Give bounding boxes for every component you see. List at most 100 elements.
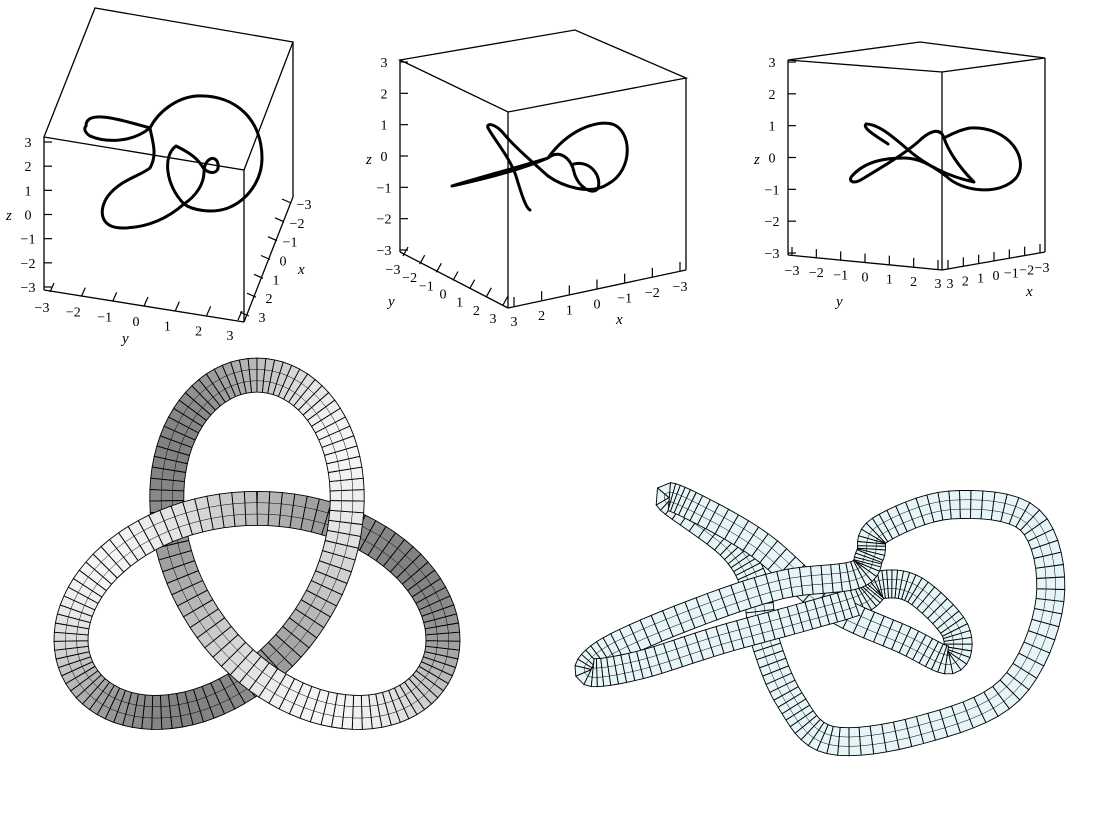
y-axis-tick-label: 2 <box>195 324 202 339</box>
x-axis-tick-label: −2 <box>1019 264 1034 279</box>
y-axis-tick-label: 3 <box>935 277 942 292</box>
x-axis-tick-label: −1 <box>283 236 298 251</box>
z-axis-tick-label: −1 <box>765 183 780 198</box>
x-axis-tick <box>268 237 277 241</box>
y-axis-tick-label: −3 <box>386 263 401 278</box>
z-axis-tick-label: 1 <box>769 120 776 135</box>
z-axis-tick-label: 3 <box>769 56 776 71</box>
z-axis-tick-label: 0 <box>25 209 32 224</box>
y-axis-tick-label: −3 <box>35 301 50 316</box>
y-axis-tick-label: 2 <box>910 275 917 290</box>
z-axis-tick-label: −2 <box>21 257 36 272</box>
x-axis-tick-label: 2 <box>538 309 545 324</box>
y-axis-tick-label: 1 <box>886 273 893 288</box>
tube-segment <box>960 490 971 518</box>
z-axis-tick-label: 2 <box>381 87 388 102</box>
x-axis-tick-label: −1 <box>1004 266 1019 281</box>
y-axis-tick <box>175 302 179 311</box>
x-axis-tick-label: −3 <box>1035 261 1050 276</box>
y-axis-tick-label: 1 <box>164 320 171 335</box>
x-axis-tick-label: 1 <box>566 303 573 318</box>
y-axis-label: y <box>386 294 395 310</box>
tube-segment <box>971 490 983 518</box>
y-axis-tick-label: 0 <box>862 271 869 286</box>
x-axis-label: x <box>615 312 623 328</box>
x-axis-tick <box>275 218 284 222</box>
z-axis-tick-label: −1 <box>21 233 36 248</box>
z-axis-tick-label: 3 <box>25 136 32 151</box>
z-axis-tick-label: 2 <box>25 160 32 175</box>
space-curve <box>85 96 262 228</box>
y-axis-tick-label: 2 <box>473 304 480 319</box>
z-axis-tick-label: −3 <box>765 247 780 262</box>
z-axis-tick-label: −3 <box>21 281 36 296</box>
y-axis-tick-label: −1 <box>419 279 434 294</box>
y-axis-tick-label: 0 <box>440 288 447 303</box>
x-axis-tick-label: 2 <box>962 274 969 289</box>
y-axis-tick <box>503 296 508 305</box>
x-axis-tick-label: 3 <box>511 315 518 330</box>
x-axis-tick <box>282 199 291 203</box>
z-axis-label: z <box>365 152 372 168</box>
y-axis-tick-label: −2 <box>66 306 81 321</box>
z-axis-tick-label: 0 <box>381 150 388 165</box>
z-axis-tick-label: 1 <box>381 119 388 134</box>
tube-segment <box>330 501 364 513</box>
trefoil-knot-tube <box>54 358 460 729</box>
x-axis-tick-label: 0 <box>993 269 1000 284</box>
space-curve <box>452 123 627 210</box>
x-axis-tick-label: 1 <box>977 272 984 287</box>
tube-segment <box>150 490 184 502</box>
y-axis-tick <box>113 292 117 301</box>
y-axis-tick <box>81 288 85 297</box>
z-axis-tick-label: 1 <box>25 184 32 199</box>
bounding-box <box>400 30 686 308</box>
x-axis-tick-label: −1 <box>617 292 632 307</box>
y-axis-tick <box>436 263 441 272</box>
y-axis-tick-label: 3 <box>227 329 234 344</box>
tube-segment <box>330 490 364 502</box>
x-axis-tick-label: 0 <box>594 298 601 313</box>
x-axis-tick-label: 2 <box>266 292 273 307</box>
z-axis-tick-label: −1 <box>377 181 392 196</box>
x-axis-tick-label: −2 <box>645 286 660 301</box>
y-axis-tick-label: −3 <box>785 264 800 279</box>
space-knot-tube <box>575 483 1065 756</box>
x-axis-tick-label: 0 <box>280 255 287 270</box>
z-axis-tick-label: −2 <box>765 215 780 230</box>
x-axis-label: x <box>297 262 305 278</box>
z-axis-label: z <box>5 208 12 224</box>
y-axis-tick-label: 3 <box>490 312 497 327</box>
tube-segment <box>152 695 162 729</box>
z-axis-tick-label: 3 <box>381 56 388 71</box>
tube-segment <box>257 491 270 525</box>
x-axis-tick-label: 1 <box>273 273 280 288</box>
y-axis-tick <box>453 272 458 281</box>
z-axis-tick-label: −3 <box>377 244 392 259</box>
space-curve-plot-3: 3210−1−2−3−3−2−101233210−1−2−3 z y x <box>753 42 1049 310</box>
x-axis-tick-label: 3 <box>259 311 266 326</box>
z-axis-tick-label: −2 <box>377 213 392 228</box>
x-axis-tick-label: −3 <box>297 198 312 213</box>
tube-segment <box>244 491 257 525</box>
y-axis-tick <box>486 288 491 297</box>
x-axis-tick-label: −2 <box>290 217 305 232</box>
y-axis-tick-label: −2 <box>402 271 417 286</box>
x-axis-tick-label: 3 <box>947 277 954 292</box>
y-axis-tick <box>470 280 475 289</box>
y-axis-tick-label: −1 <box>833 268 848 283</box>
y-axis-tick-label: 1 <box>456 296 463 311</box>
y-axis-label: y <box>834 294 843 310</box>
y-axis-tick <box>207 306 211 315</box>
x-axis-label: x <box>1025 284 1033 300</box>
space-curve-plot-2: 3210−1−2−3−3−2−101233210−1−2−3 z y x <box>365 30 687 330</box>
y-axis-tick-label: 0 <box>133 315 140 330</box>
tube-segment <box>849 727 861 755</box>
y-axis-tick-label: −2 <box>809 266 824 281</box>
space-curve <box>851 124 1021 190</box>
y-axis-tick <box>144 297 148 306</box>
z-axis-tick-label: 2 <box>769 88 776 103</box>
tube-segment <box>1037 577 1065 590</box>
